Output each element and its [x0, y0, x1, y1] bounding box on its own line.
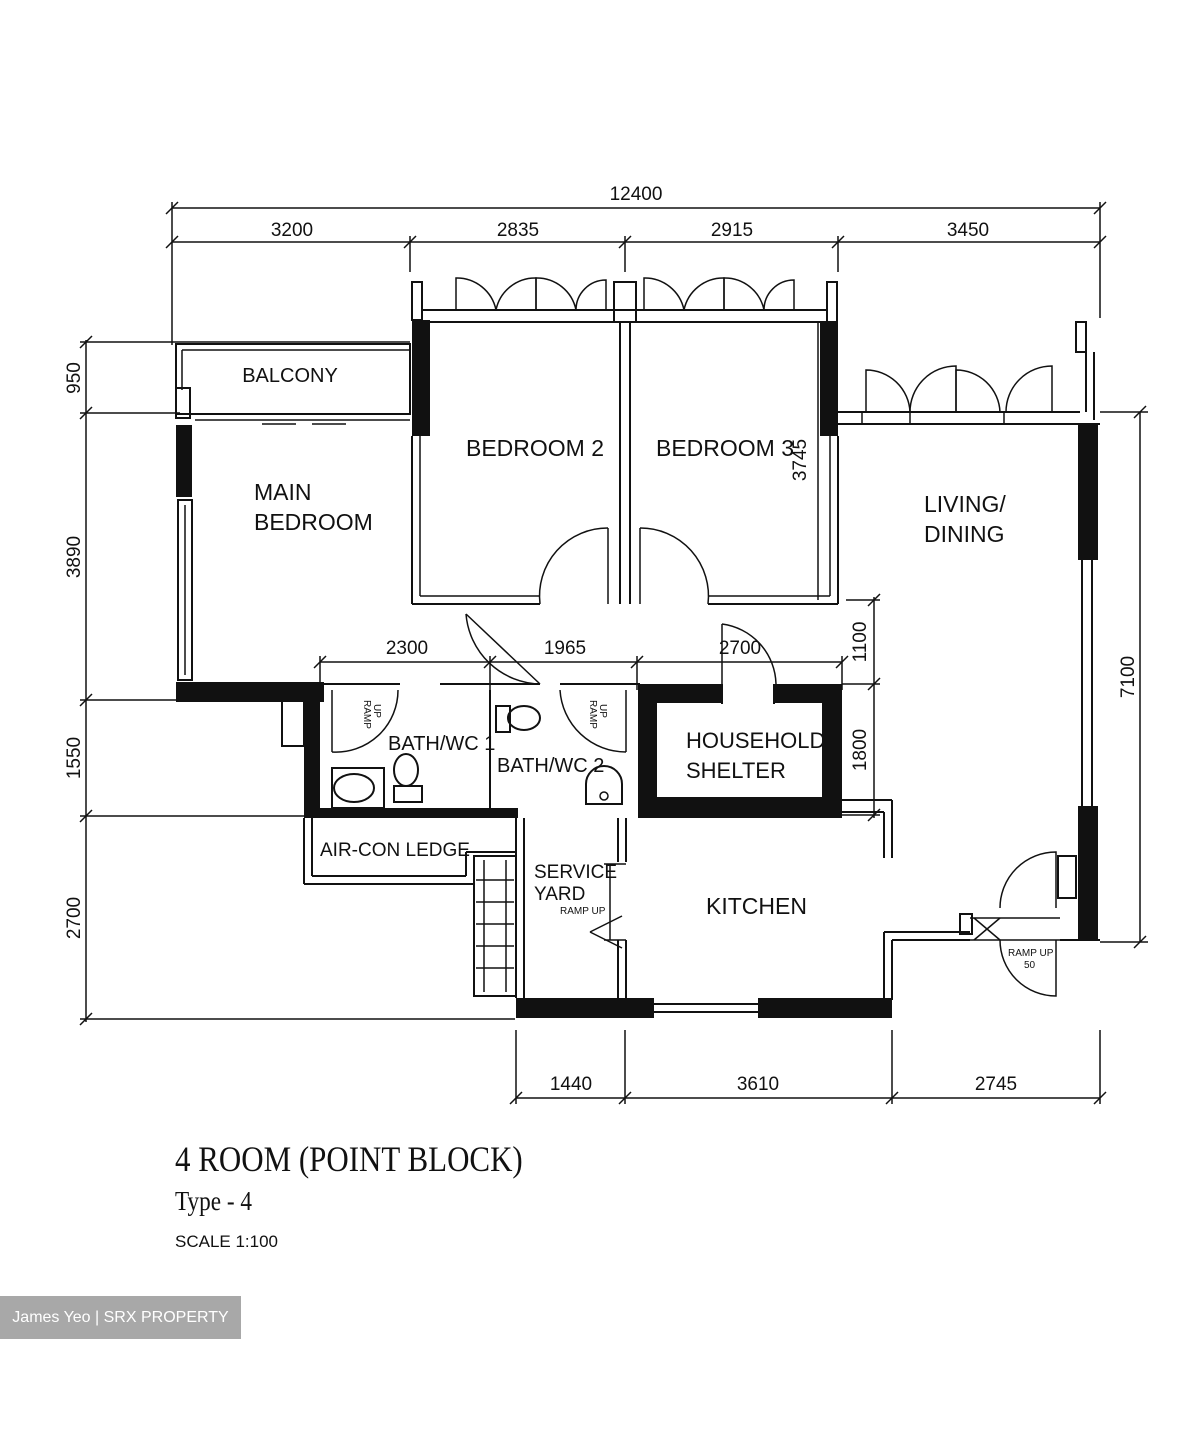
label-bedroom-3: BEDROOM 3 [656, 435, 794, 461]
dim-right-total: 7100 [1118, 656, 1139, 698]
dim-left-1: 950 [64, 362, 85, 394]
label-ramp-bath1-2: UP [371, 704, 382, 718]
label-ramp-bath1-1: RAMP [361, 700, 372, 729]
dimension-labels: 12400 3200 2835 2915 3450 950 3890 1550 … [64, 184, 1139, 1095]
dim-top-4: 3450 [947, 220, 989, 241]
label-ramp-up-entrance-1: RAMP UP [1008, 948, 1054, 959]
dim-top-3: 2915 [711, 220, 753, 241]
dim-shelter-2: 1800 [850, 729, 871, 771]
label-bath-wc-2: BATH/WC 2 [497, 755, 604, 777]
label-ramp-up-yard: RAMP UP [560, 906, 606, 917]
dim-bath-row-2: 1965 [544, 638, 586, 659]
dimension-lines [79, 201, 1148, 1105]
label-aircon-ledge: AIR-CON LEDGE [320, 840, 470, 861]
dim-bath-row-3: 2700 [719, 638, 761, 659]
dim-top-1: 3200 [271, 220, 313, 241]
label-main-bedroom-1: MAIN [254, 479, 312, 505]
dim-bottom-2: 3610 [737, 1074, 779, 1095]
label-kitchen: KITCHEN [706, 893, 807, 919]
dim-bath-row-1: 2300 [386, 638, 428, 659]
plan-title: 4 ROOM (POINT BLOCK) [175, 1139, 523, 1179]
dim-bottom-1: 1440 [550, 1074, 592, 1095]
doors-windows [331, 277, 1077, 997]
label-living-dining-1: LIVING/ [924, 491, 1006, 517]
label-service-yard-1: SERVICE [534, 862, 617, 883]
dim-overall-width: 12400 [610, 184, 663, 205]
label-main-bedroom-2: BEDROOM [254, 509, 373, 535]
label-bedroom-2: BEDROOM 2 [466, 435, 604, 461]
fixtures [331, 705, 623, 809]
dim-left-4: 2700 [64, 897, 85, 939]
dim-left-2: 3890 [64, 536, 85, 578]
dim-left-3: 1550 [64, 737, 85, 779]
label-household-shelter-1: HOUSEHOLD [686, 728, 825, 753]
dim-bottom-3: 2745 [975, 1074, 1017, 1095]
plan-scale: SCALE 1:100 [175, 1232, 279, 1251]
label-balcony: BALCONY [242, 365, 338, 387]
room-labels: BALCONY MAIN BEDROOM BEDROOM 2 BEDROOM 3… [242, 365, 1006, 919]
label-ramp-bath2-2: UP [597, 704, 608, 718]
watermark-badge: James Yeo | SRX PROPERTY [0, 1296, 241, 1339]
label-ramp-bath2-1: RAMP [587, 700, 598, 729]
walls [175, 281, 1100, 1018]
label-living-dining-2: DINING [924, 521, 1005, 547]
label-ramp-up-entrance-2: 50 [1024, 960, 1036, 971]
dim-bedroom3-depth: 3745 [790, 439, 811, 481]
dim-top-2: 2835 [497, 220, 539, 241]
label-bath-wc-1: BATH/WC 1 [388, 733, 495, 755]
annotations: RAMP UP RAMP UP 50 RAMP UP RAMP UP [361, 700, 1054, 971]
label-household-shelter-2: SHELTER [686, 758, 786, 783]
plan-type: Type - 4 [175, 1186, 253, 1216]
label-service-yard-2: YARD [534, 884, 585, 905]
dim-shelter-1: 1100 [850, 622, 871, 663]
